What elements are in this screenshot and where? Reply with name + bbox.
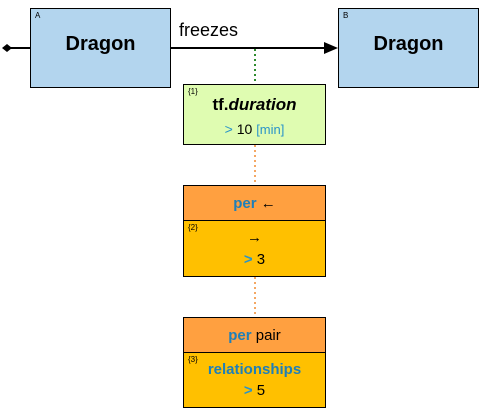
group-3-corner: {3} bbox=[188, 355, 198, 364]
group-2-header[interactable]: per ← bbox=[183, 185, 326, 221]
group-3-op: > bbox=[243, 382, 253, 399]
group-3-keyword: per bbox=[228, 327, 252, 344]
entity-b[interactable]: B Dragon bbox=[338, 8, 479, 88]
condition-1-corner: {1} bbox=[188, 87, 198, 96]
entity-b-corner: B bbox=[343, 11, 349, 20]
group-3-head-rest: pair bbox=[255, 327, 281, 344]
group-2-corner: {2} bbox=[188, 223, 198, 232]
group-2-op: > bbox=[243, 251, 253, 268]
group-2-head-arrow: ← bbox=[260, 195, 276, 212]
condition-1-unit: [min] bbox=[256, 122, 285, 137]
group-2-value: 3 bbox=[256, 251, 266, 268]
group-3-field: relationships bbox=[207, 361, 302, 378]
entity-a[interactable]: A Dragon bbox=[30, 8, 171, 88]
condition-1-field: duration bbox=[228, 95, 297, 114]
group-2-body[interactable]: {2} → > 3 bbox=[183, 220, 326, 277]
edge-start-diamond bbox=[2, 44, 12, 52]
group-2-keyword: per bbox=[233, 195, 257, 212]
group-3-value: 5 bbox=[256, 382, 266, 399]
relation-label: freezes bbox=[179, 20, 239, 40]
entity-a-label: Dragon bbox=[65, 33, 136, 55]
edge-arrowhead bbox=[324, 42, 338, 54]
entity-b-label: Dragon bbox=[373, 33, 444, 55]
condition-box-1[interactable]: {1} tf.duration > 10 [min] bbox=[183, 84, 326, 145]
condition-1-op: > bbox=[224, 121, 233, 137]
group-3-body[interactable]: {3} relationships > 5 bbox=[183, 352, 326, 408]
condition-1-value: 10 bbox=[236, 121, 253, 137]
group-2-body-arrow: → bbox=[247, 229, 262, 246]
group-3-header[interactable]: per pair bbox=[183, 317, 326, 353]
condition-1-prefix: tf. bbox=[212, 95, 229, 114]
entity-a-corner: A bbox=[35, 11, 41, 20]
